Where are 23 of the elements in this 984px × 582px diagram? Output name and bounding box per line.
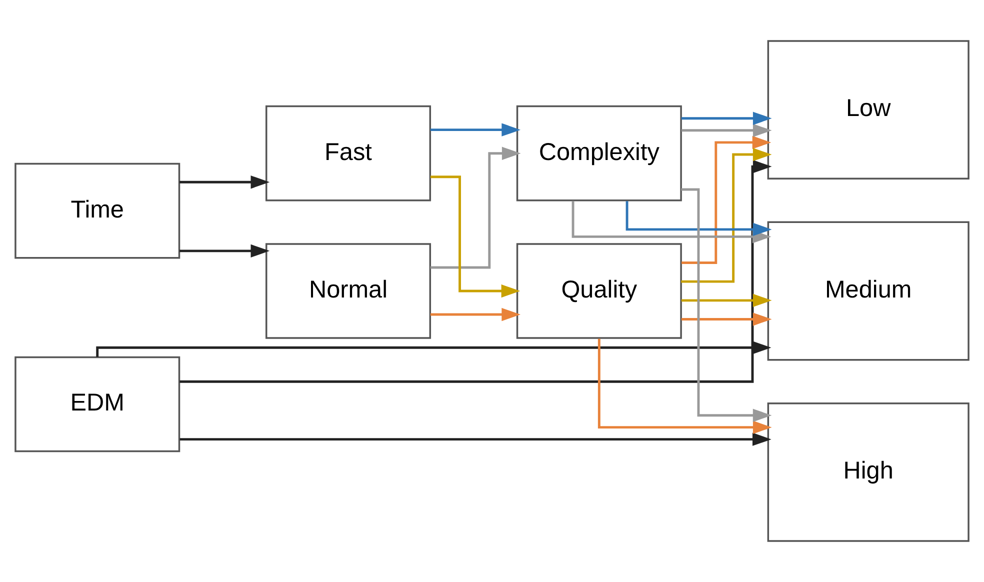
arrow [430, 176, 520, 298]
node-box: Time [14, 162, 180, 259]
node-box: EDM [14, 356, 180, 452]
arrow [180, 432, 772, 446]
arrow [681, 312, 772, 326]
arrow [681, 294, 772, 307]
node-box: Low [767, 40, 970, 180]
arrow [681, 124, 772, 137]
node-box: High [767, 402, 970, 542]
node-box: Fast [266, 105, 432, 202]
arrow [430, 146, 521, 269]
arrow [430, 308, 520, 322]
node-box: Medium [767, 221, 970, 361]
node-box: Complexity [516, 105, 682, 202]
arrow [598, 338, 772, 434]
arrow [626, 201, 772, 236]
arrow [180, 176, 270, 189]
node-box: Quality [516, 243, 682, 339]
arrow [96, 341, 772, 357]
arrow [681, 112, 772, 125]
arrow [180, 244, 270, 258]
node-box: Normal [266, 243, 432, 339]
arrow [430, 123, 520, 136]
